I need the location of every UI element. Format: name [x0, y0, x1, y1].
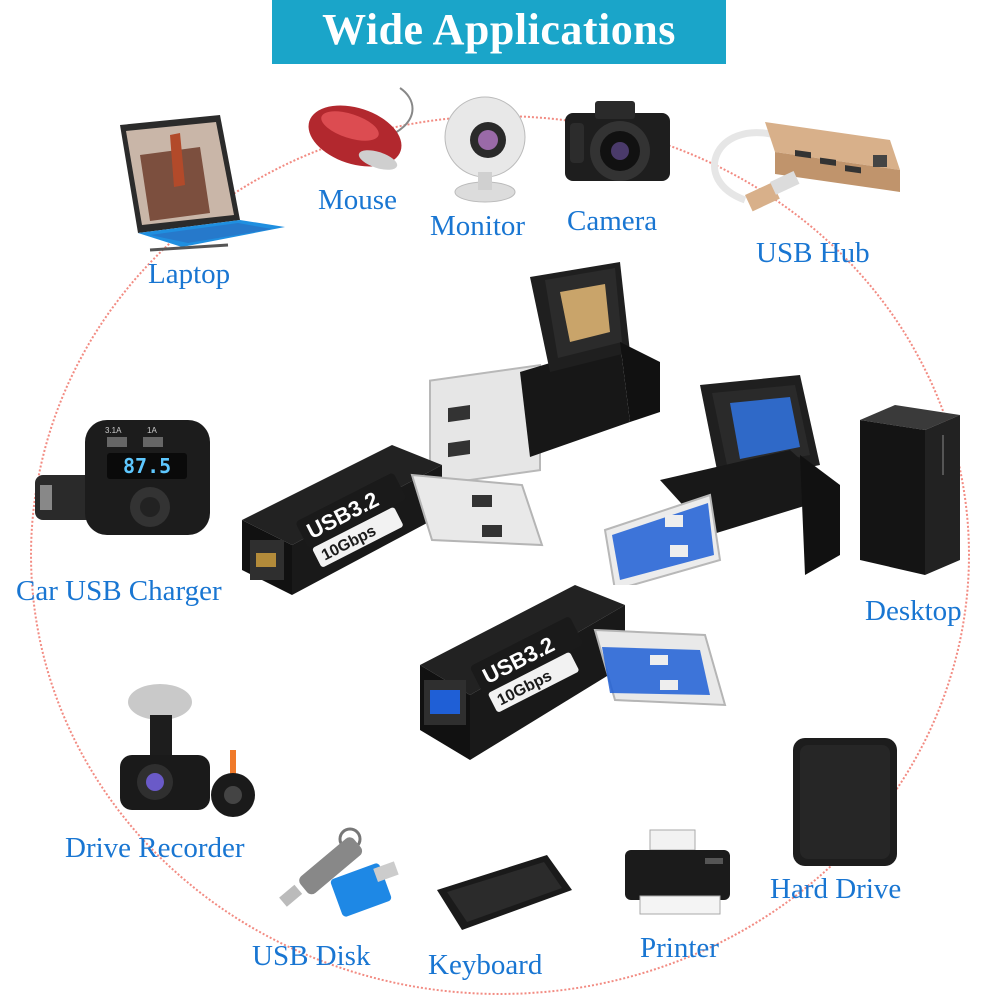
printer-label: Printer — [640, 932, 719, 964]
desktop-icon — [860, 405, 960, 575]
car-charger-icon: 3.1A 1A 87.5 — [35, 420, 210, 535]
drive-recorder-icon — [120, 684, 255, 817]
hard-drive-label: Hard Drive — [770, 873, 902, 905]
charger-port-b-label: 1A — [147, 426, 157, 435]
banner-title: Wide Applications — [272, 0, 726, 64]
usb-hub-label: USB Hub — [756, 237, 870, 269]
charger-port-a-label: 3.1A — [105, 426, 122, 435]
mouse-label: Mouse — [318, 184, 397, 216]
webcam-icon — [444, 96, 526, 203]
desktop-label: Desktop — [865, 595, 962, 627]
camera-icon — [565, 101, 670, 181]
printer-icon — [625, 829, 730, 915]
usb-disk-label: USB Disk — [252, 940, 371, 972]
adapter-bottom: USB3.2 10Gbps — [420, 585, 727, 760]
laptop-icon — [120, 115, 285, 252]
adapter-right — [603, 375, 840, 585]
charger-display: 87.5 — [123, 454, 171, 478]
adapter-left: USB3.2 10Gbps — [242, 445, 544, 595]
usb-disk-icon — [279, 827, 399, 917]
adapter-top — [429, 262, 660, 487]
laptop-label: Laptop — [148, 258, 231, 290]
keyboard-label: Keyboard — [428, 949, 543, 981]
monitor-label: Monitor — [430, 210, 526, 242]
drive-recorder-label: Drive Recorder — [65, 832, 245, 864]
usb-hub-icon — [711, 122, 900, 212]
keyboard-icon — [437, 855, 572, 930]
car-charger-label: Car USB Charger — [16, 575, 222, 607]
hard-drive-icon — [793, 738, 897, 866]
camera-label: Camera — [567, 205, 658, 237]
mouse-icon — [308, 87, 414, 170]
